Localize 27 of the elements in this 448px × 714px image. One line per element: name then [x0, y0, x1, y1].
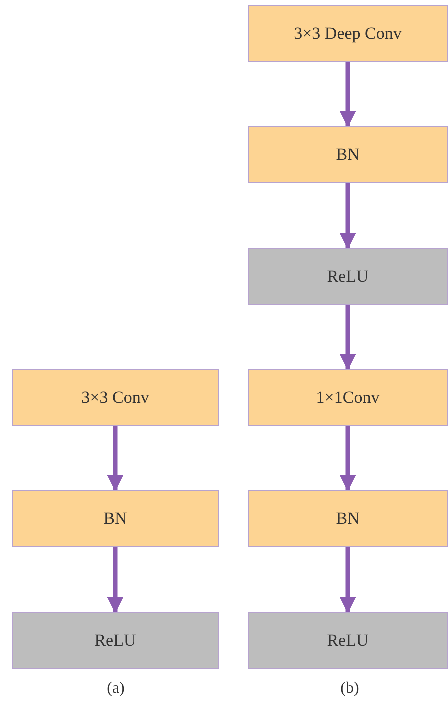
block-label: BN: [104, 508, 128, 528]
arrow: [340, 547, 356, 614]
activation-block: [248, 612, 448, 669]
block-label: ReLU: [94, 630, 136, 650]
block-label: BN: [336, 508, 360, 528]
conv-block: [12, 490, 219, 547]
arrow: [340, 183, 356, 250]
block-label: 3×3 Deep Conv: [294, 24, 402, 44]
activation-block: [248, 248, 448, 305]
arrow: [340, 62, 356, 128]
panel-caption: (a): [107, 680, 125, 698]
block-label: ReLU: [327, 630, 369, 650]
conv-block: [248, 5, 448, 62]
arrow: [107, 426, 124, 492]
arrow: [340, 426, 356, 492]
arrow: [340, 305, 356, 371]
conv-block: [12, 369, 219, 426]
block-label: ReLU: [327, 266, 369, 286]
conv-block: [248, 490, 448, 547]
panel-caption: (b): [340, 680, 360, 698]
block-label: 1×1Conv: [316, 388, 380, 408]
arrow: [107, 547, 124, 614]
activation-block: [12, 612, 219, 669]
block-label: BN: [336, 144, 360, 164]
conv-block: [248, 126, 448, 183]
conv-block: [248, 369, 448, 426]
block-label: 3×3 Conv: [82, 388, 150, 408]
